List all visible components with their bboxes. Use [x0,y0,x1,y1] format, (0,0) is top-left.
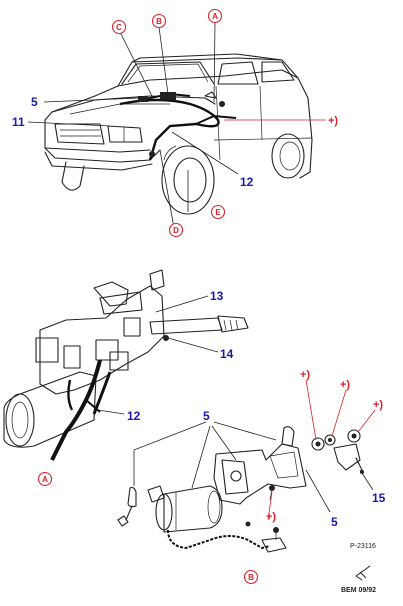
callout-13: 13 [210,289,224,303]
circle-marker-e: E [210,204,226,220]
marker-plus-3: +) [373,399,383,411]
circle-marker-c-top: C [111,19,127,35]
callout-5-mid: 5 [203,409,210,423]
part-reference: P-23116 [350,543,376,550]
svg-text:C: C [116,23,122,32]
truck-illustration [44,53,313,215]
circle-marker-b-bottom: B [243,569,259,585]
pen-icon [355,565,371,581]
svg-text:D: D [173,226,179,235]
marker-plus-truck: +) [328,115,338,127]
svg-text:E: E [215,208,221,217]
callout-15: 15 [372,491,386,505]
callout-14: 14 [220,347,234,361]
marker-plus-2: +) [340,379,350,391]
callout-11: 11 [12,115,25,129]
svg-text:A: A [42,475,48,484]
callout-5-bottom: 5 [331,515,338,529]
marker-plus-1: +) [300,369,310,381]
steering-column-illustration [3,269,249,461]
callout-5-top: 5 [31,95,38,109]
wiper-motor-assembly [117,426,364,553]
svg-text:B: B [248,573,254,582]
marker-plus-4: +) [266,511,276,523]
callout-12-mid: 12 [127,409,141,423]
circle-marker-d: D [168,222,184,238]
callout-12-top: 12 [240,175,254,189]
svg-text:B: B [156,17,162,26]
svg-text:A: A [212,12,218,21]
circle-marker-a-bottom: A [37,471,53,487]
circle-marker-a-top: A [207,8,223,24]
circle-marker-b-top: B [151,13,167,29]
document-reference: BEM 09/92 [341,587,376,594]
leader-lines [27,21,376,521]
